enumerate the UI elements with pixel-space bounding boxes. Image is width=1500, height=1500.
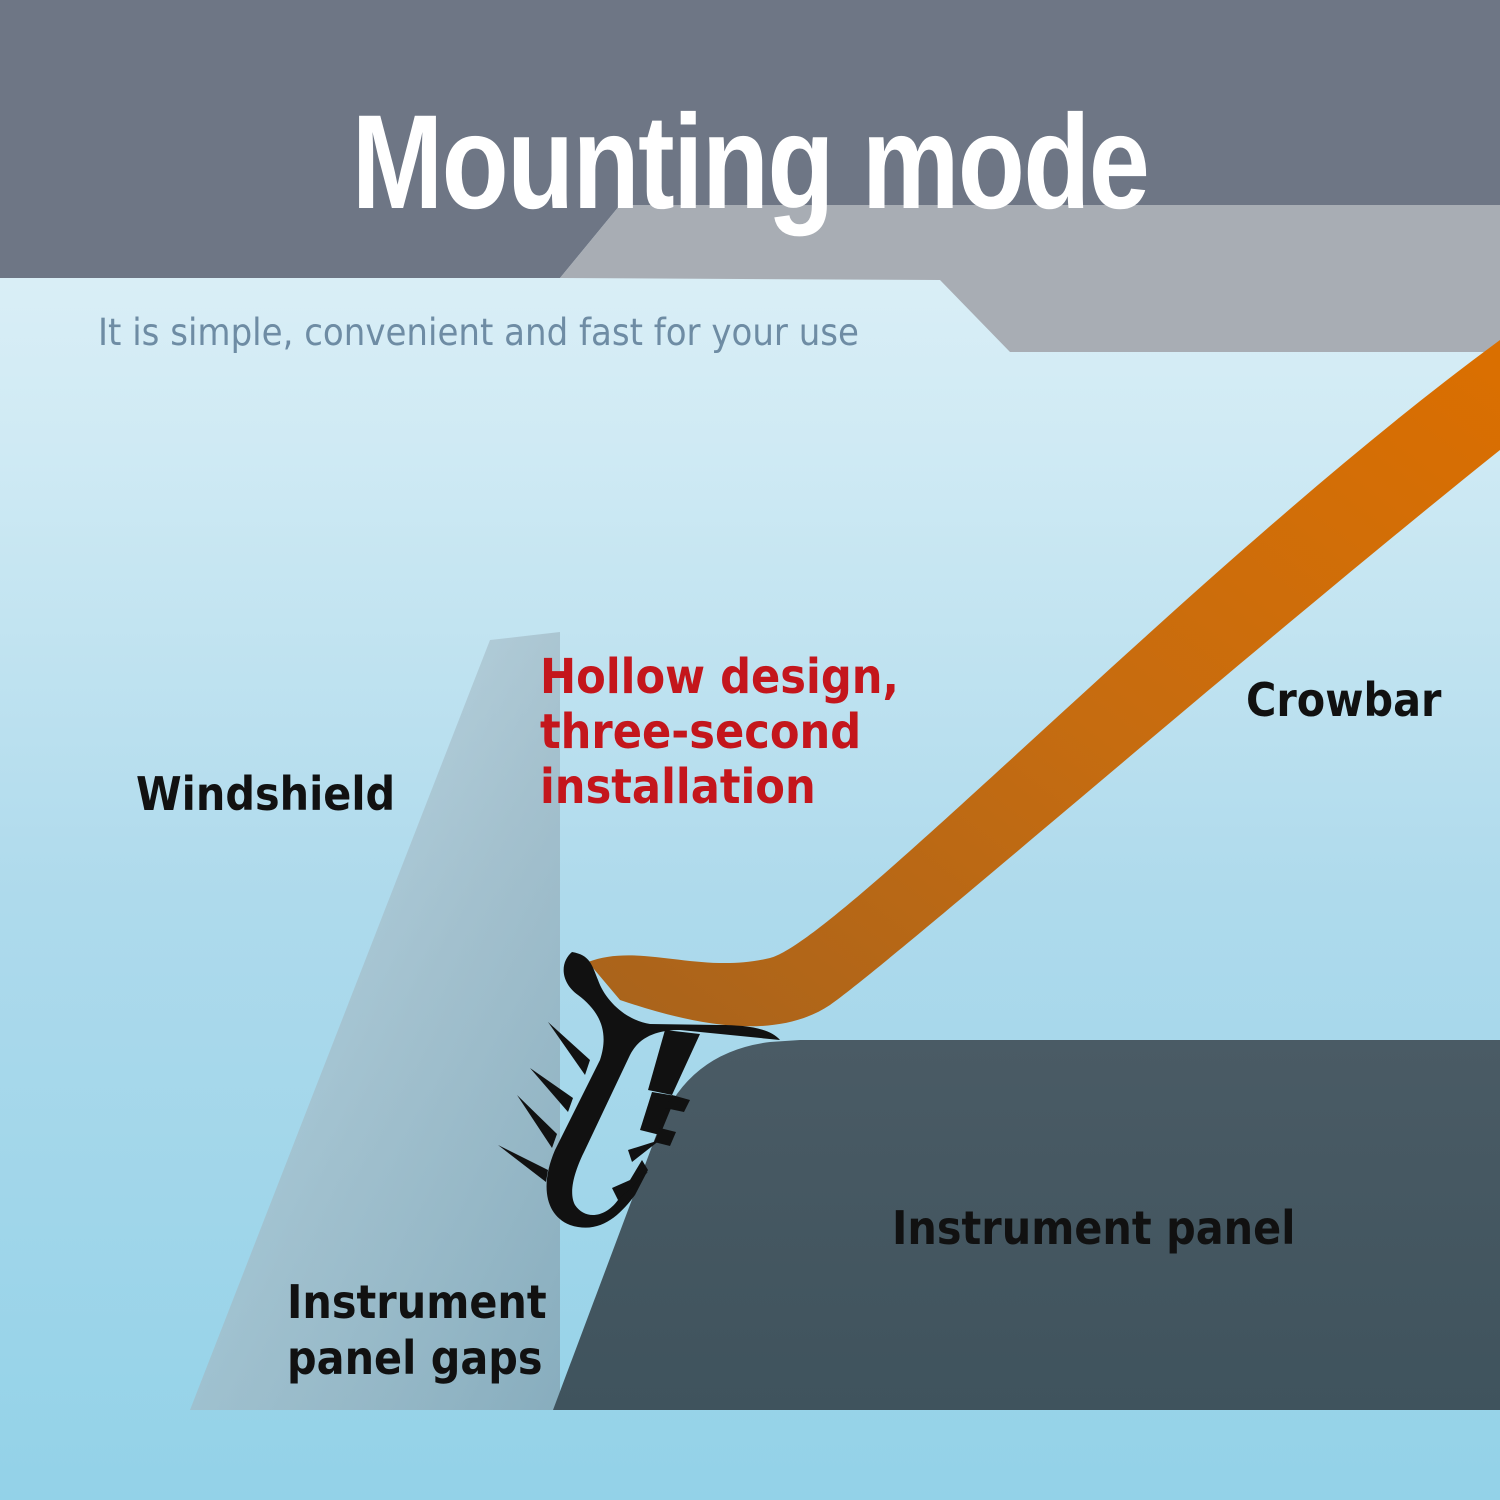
instrument-panel-gaps-line: panel gaps xyxy=(287,1331,543,1385)
hollow-design-line: Hollow design, xyxy=(540,649,899,705)
instrument-panel-gaps-label: Instrument panel gaps xyxy=(287,1274,547,1386)
instrument-panel-label: Instrument panel xyxy=(892,1201,1296,1255)
subtitle: It is simple, convenient and fast for yo… xyxy=(98,311,859,354)
seal-strip-barb xyxy=(517,1095,557,1148)
seal-strip-rib xyxy=(665,1095,690,1112)
hollow-design-line: three-second xyxy=(540,704,862,760)
hollow-design-callout: Hollow design, three-second installation xyxy=(540,650,899,815)
seal-strip-leg xyxy=(648,1030,700,1095)
seal-strip-barb xyxy=(548,1022,590,1075)
instrument-panel-shape xyxy=(553,1040,1500,1410)
seal-strip-barb xyxy=(498,1145,548,1182)
seal-strip-barb xyxy=(530,1068,573,1112)
header-band-dark xyxy=(0,0,1500,278)
seal-strip-leg xyxy=(640,1092,676,1135)
instrument-panel-gaps-line: Instrument xyxy=(287,1275,547,1329)
crowbar-label: Crowbar xyxy=(1246,673,1442,727)
windshield-shape xyxy=(190,632,560,1410)
seal-strip-rib xyxy=(654,1128,676,1146)
windshield-label: Windshield xyxy=(136,767,396,821)
hollow-design-line: installation xyxy=(540,759,816,815)
seal-strip-barb xyxy=(612,1172,648,1200)
seal-strip-shape xyxy=(546,952,780,1228)
seal-strip-barb xyxy=(628,1140,660,1162)
page-title: Mounting mode xyxy=(351,88,1150,237)
header-band-light xyxy=(560,205,1500,352)
